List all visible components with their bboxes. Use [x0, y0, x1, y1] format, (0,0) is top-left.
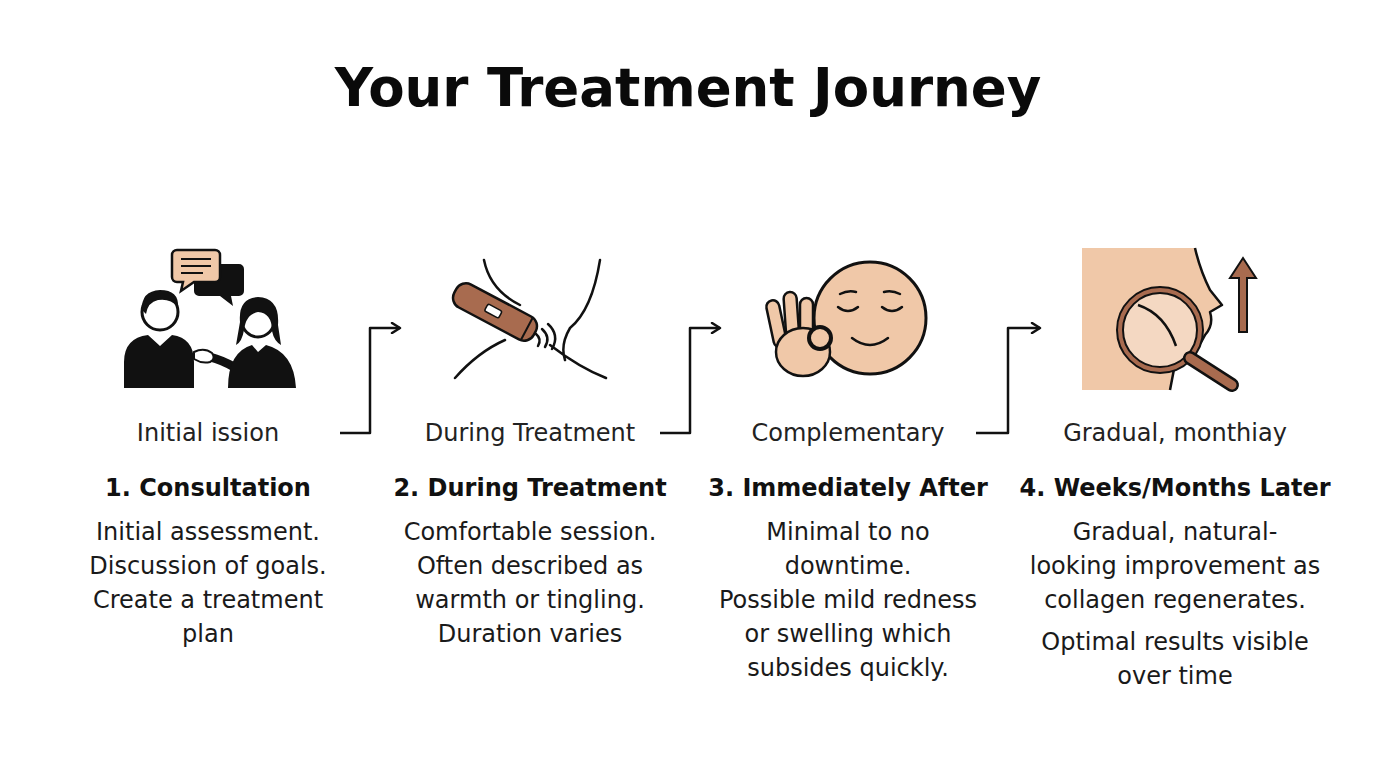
woman-body: [228, 345, 296, 388]
journey-step: Gradual, monthiay4. Weeks/Months LaterGr…: [1040, 230, 1310, 700]
device-tip: [521, 318, 532, 339]
step-heading: 4. Weeks/Months Later: [1019, 473, 1330, 503]
magnifier-handle: [1190, 358, 1232, 385]
device-button: [484, 304, 502, 319]
step-caption: Gradual, monthiay: [1063, 418, 1287, 448]
journey-step: Complementary3. Immediately AfterMinimal…: [720, 230, 976, 700]
step-description: Initial assessment. Discussion of goals.…: [83, 515, 333, 651]
woman-hair: [236, 297, 281, 345]
speech-lines: [181, 259, 211, 273]
man-body: [124, 335, 194, 388]
device-body: [449, 279, 541, 344]
step-description: Possible mild redness or swelling which …: [713, 583, 983, 685]
up-arrow: [1230, 258, 1256, 332]
step-heading: 1. Consultation: [105, 473, 311, 503]
step-description: Gradual, natural- looking improvement as…: [1027, 515, 1323, 617]
man-hair: [142, 290, 178, 314]
treatment-icon: [449, 260, 606, 378]
journey-step: Initial ission 1. ConsultationInitial ass…: [76, 230, 340, 700]
step-heading: 2. During Treatment: [393, 473, 666, 503]
journey-step: During Treatment2. During TreatmentComfo…: [400, 230, 660, 700]
step-caption: During Treatment: [425, 418, 635, 448]
energy-waves: [536, 324, 555, 349]
diagram-title: Your Treatment Journey: [0, 58, 1376, 118]
flow-arrow: [976, 328, 1040, 433]
magnifier-handle-fill: [1190, 358, 1232, 385]
consultation-icon: [124, 250, 296, 388]
woman-hand: [194, 350, 214, 363]
step-caption: Complementary: [751, 418, 944, 448]
step-caption: Initial ission: [137, 418, 279, 448]
after-icon: [765, 262, 926, 376]
jaw-detail: [1138, 305, 1176, 346]
step-description: Comfortable session. Often described as …: [398, 515, 663, 651]
results-icon: [1082, 248, 1256, 390]
hand-palm: [776, 328, 830, 376]
treatment-device: [449, 279, 541, 344]
ok-ring: [809, 327, 831, 349]
speech-bubble-front: [172, 250, 220, 291]
smiling-face: [814, 262, 926, 374]
step-description: Minimal to no downtime.: [748, 515, 948, 583]
flow-arrow: [660, 328, 720, 433]
face-features: [838, 291, 902, 345]
step-heading: 3. Immediately After: [708, 473, 988, 503]
step-description: Optimal results visible over time: [1027, 625, 1323, 693]
flow-arrow: [340, 328, 400, 433]
